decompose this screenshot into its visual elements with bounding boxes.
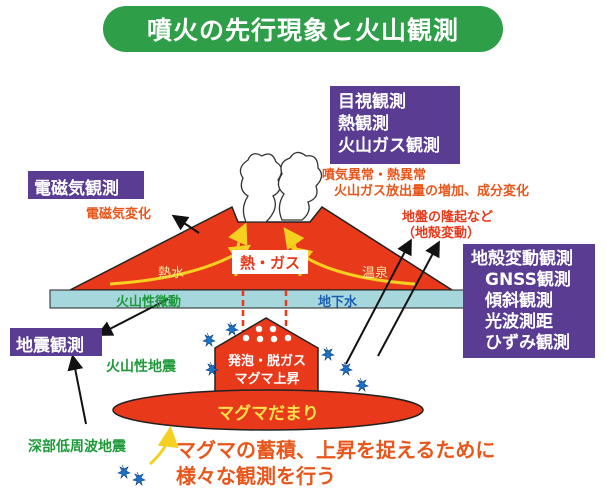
hot-water-label: 熱水 (158, 266, 185, 281)
em-change-label: 電磁気変化 (86, 207, 152, 222)
visual-thermal-gas-observation-box: 目視観測 熱観測 火山ガス観測 (330, 86, 460, 164)
volcanic-tremor-label: 火山性微動 (116, 295, 182, 310)
groundwater-label: 地下水 (318, 295, 358, 310)
crust-deformation-observation-box: 地殻変動観測 GNSS観測 傾斜観測 光波測距 ひずみ観測 (463, 244, 595, 358)
magma-rise-chamber (214, 317, 319, 393)
tilt-observation-label: 傾斜観測 (485, 291, 553, 311)
seismic-observation-box: 地震観測 (10, 328, 102, 356)
thermal-observation-label: 熱観測 (338, 114, 389, 134)
gnss-observation-label: GNSS観測 (485, 270, 571, 290)
magma-ascent-label: マグマ上昇 (234, 372, 300, 387)
ground-uplift-label: 地盤の隆起など (402, 210, 494, 225)
fumarole-anomaly-label: 噴気異常・熱異常 (322, 168, 427, 183)
hot-spring-label: 温泉 (362, 266, 389, 281)
gas-observation-label: 火山ガス観測 (338, 136, 440, 156)
crust-observation-label: 地殻変動観測 (471, 249, 573, 269)
message-line-2: 様々な観測を行う (176, 464, 336, 488)
steam-plume-icon (239, 151, 323, 223)
foaming-degassing-label: 発泡・脱ガス (227, 354, 306, 369)
bubble-icons (242, 325, 292, 343)
volcanic-earthquake-label: 火山性地震 (106, 359, 176, 375)
strain-observation-label: ひずみ観測 (485, 333, 570, 353)
observation-arrows (67, 214, 440, 425)
edm-observation-label: 光波測距 (485, 312, 553, 332)
visual-observation-label: 目視観測 (338, 92, 406, 112)
deep-low-frequency-eq-label: 深部低周波地震 (28, 439, 126, 455)
gas-emission-change-label: 火山ガス放出量の増加、成分変化 (334, 184, 530, 199)
magma-chamber (112, 389, 424, 431)
heat-gas-label: 熱・ガス (232, 250, 308, 274)
message-line-1: マグマの蓄積、上昇を捉えるために (176, 438, 496, 462)
page-title: 噴火の先行現象と火山観測 (103, 6, 503, 52)
em-observation-box: 電磁気観測 (28, 171, 144, 199)
magma-chamber-label: マグマだまり (217, 404, 319, 424)
earthquake-icons (117, 321, 369, 486)
groundwater-layer (49, 289, 467, 309)
crust-deformation-label: （地殻変動） (402, 226, 481, 241)
